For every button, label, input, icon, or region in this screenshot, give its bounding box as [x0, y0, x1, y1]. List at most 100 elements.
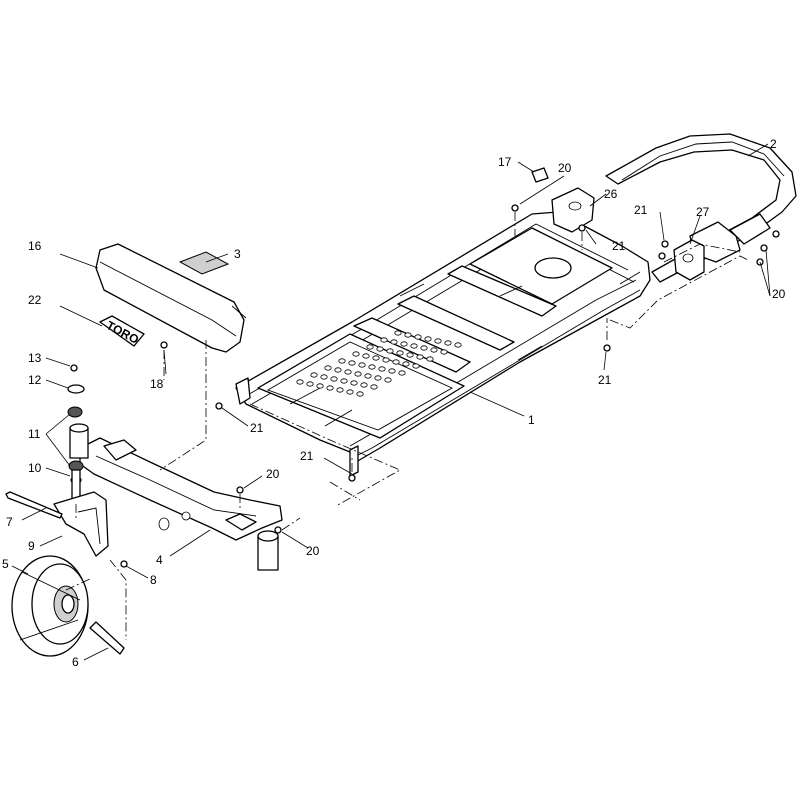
perforation-hole: [310, 372, 318, 378]
callout-8: 8: [150, 573, 157, 587]
callout-12: 12: [28, 373, 42, 387]
perforation-hole: [364, 373, 372, 379]
perforation-hole: [350, 380, 358, 386]
callout-13: 13: [28, 351, 42, 365]
callout-20-axle-top: 20: [266, 467, 280, 481]
decal-3: [178, 251, 230, 275]
perforation-hole: [384, 377, 392, 383]
perforation-hole: [420, 345, 428, 351]
callout-17: 17: [498, 155, 512, 169]
perforation-hole: [348, 360, 356, 366]
perforation-hole: [440, 349, 448, 355]
perforation-hole: [378, 366, 386, 372]
perforation-hole: [344, 369, 352, 375]
perforation-hole: [414, 334, 422, 340]
perforation-hole: [454, 342, 462, 348]
perforation-hole: [374, 375, 382, 381]
assembly-lines: [65, 212, 749, 640]
perforation-hole: [320, 374, 328, 380]
perforation-hole: [410, 343, 418, 349]
callout-10: 10: [28, 461, 42, 475]
callout-labels: 1 2 3 4 5 6 7 8 9 10 11 12 13 16 17 18 2…: [2, 137, 786, 669]
perforation-hole: [424, 336, 432, 342]
perforation-hole: [340, 378, 348, 384]
perforation-hole: [336, 387, 344, 393]
callout-21-front: 21: [250, 421, 264, 435]
callout-21-handle: 21: [634, 203, 648, 217]
caster-wheel: [11, 555, 89, 657]
perforation-hole: [380, 337, 388, 343]
front-axle: [69, 423, 283, 571]
bracket-27: [673, 239, 705, 281]
main-frame: [235, 211, 651, 477]
perforation-hole: [366, 344, 374, 350]
perforation-hole: [362, 353, 370, 359]
perforation-hole: [326, 385, 334, 391]
perforation-hole: [382, 357, 390, 363]
callout-21-bracket: 21: [612, 239, 626, 253]
callout-1: 1: [528, 413, 535, 427]
perforation-hole: [306, 381, 314, 387]
perforation-hole: [390, 339, 398, 345]
perforation-hole: [396, 350, 404, 356]
callout-21-right: 21: [598, 373, 612, 387]
perforation-hole: [324, 365, 332, 371]
axle-bolt: [5, 491, 63, 519]
perforation-hole: [372, 355, 380, 361]
perforation-hole: [338, 358, 346, 364]
perforation-hole: [394, 330, 402, 336]
toro-decal: TORO: [99, 315, 145, 347]
perforation-hole: [388, 368, 396, 374]
perforation-hole: [368, 364, 376, 370]
perforation-hole: [360, 382, 368, 388]
callout-18: 18: [150, 377, 164, 391]
callout-7: 7: [6, 515, 13, 529]
perforation-hole: [330, 376, 338, 382]
perforation-hole: [416, 354, 424, 360]
callout-6: 6: [72, 655, 79, 669]
seat-pan-cover: [95, 243, 247, 353]
callout-22: 22: [28, 293, 42, 307]
perforation-hole: [316, 383, 324, 389]
leader-lines: [11, 143, 771, 661]
perforation-hole: [404, 332, 412, 338]
callout-2: 2: [770, 137, 777, 151]
perforation-hole: [392, 359, 400, 365]
perforation-hole: [406, 352, 414, 358]
perforation-hole: [334, 367, 342, 373]
callout-26: 26: [604, 187, 618, 201]
perforation-hole: [346, 389, 354, 395]
callout-3: 3: [234, 247, 241, 261]
callout-27: 27: [696, 205, 710, 219]
callout-4: 4: [156, 553, 163, 567]
perforation-hole: [352, 351, 360, 357]
callout-20-axle-side: 20: [306, 544, 320, 558]
callout-11: 11: [28, 427, 41, 441]
callout-20-frame: 20: [558, 161, 572, 175]
perforation-hole: [356, 391, 364, 397]
fasteners: [120, 167, 780, 568]
spindle-hardware: [67, 364, 85, 505]
perforation-hole: [296, 379, 304, 385]
perforation-hole: [426, 356, 434, 362]
perforation-hole: [358, 362, 366, 368]
perforation-hole: [400, 341, 408, 347]
perforation-hole: [412, 363, 420, 369]
caster-fork: [53, 491, 109, 557]
perforation-hole: [386, 348, 394, 354]
callout-9: 9: [28, 539, 35, 553]
perforation-hole: [444, 340, 452, 346]
perforation-hole: [402, 361, 410, 367]
bracket-26: [551, 187, 595, 233]
perforation-hole: [430, 347, 438, 353]
perforation-hole: [376, 346, 384, 352]
callout-5: 5: [2, 557, 9, 571]
callout-20-handle: 20: [772, 287, 786, 301]
callout-21-leg: 21: [300, 449, 314, 463]
perforation-hole: [434, 338, 442, 344]
perforation-hole: [354, 371, 362, 377]
wheel-axle: [89, 621, 125, 655]
perforation-hole: [398, 370, 406, 376]
